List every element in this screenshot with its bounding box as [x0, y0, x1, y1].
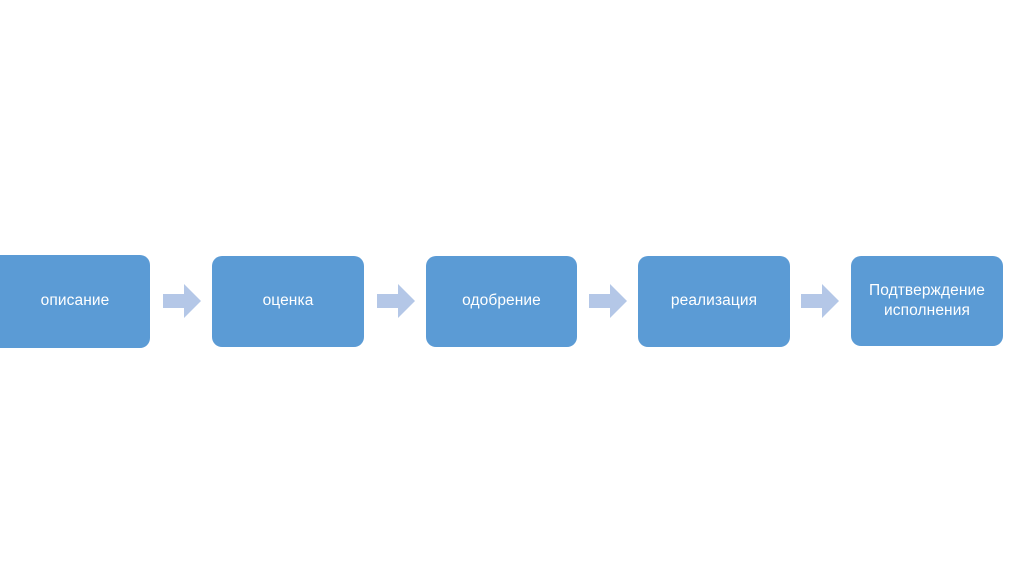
- arrow-right-icon-2: [377, 284, 415, 318]
- process-step-5[interactable]: Подтверждение исполнения: [851, 256, 1003, 346]
- process-step-4[interactable]: реализация: [638, 256, 790, 347]
- arrow-right-icon-4: [801, 284, 839, 318]
- process-step-5-label: Подтверждение исполнения: [868, 281, 986, 319]
- process-step-3[interactable]: одобрение: [426, 256, 577, 347]
- process-step-2-label: оценка: [262, 292, 314, 310]
- process-step-4-label: реализация: [670, 292, 758, 310]
- process-step-1-label: описание: [40, 292, 110, 310]
- process-step-2[interactable]: оценка: [212, 256, 364, 347]
- process-step-1[interactable]: описание: [0, 255, 150, 348]
- arrow-right-icon-3: [589, 284, 627, 318]
- arrow-right-icon-1: [163, 284, 201, 318]
- process-step-3-label: одобрение: [462, 292, 541, 310]
